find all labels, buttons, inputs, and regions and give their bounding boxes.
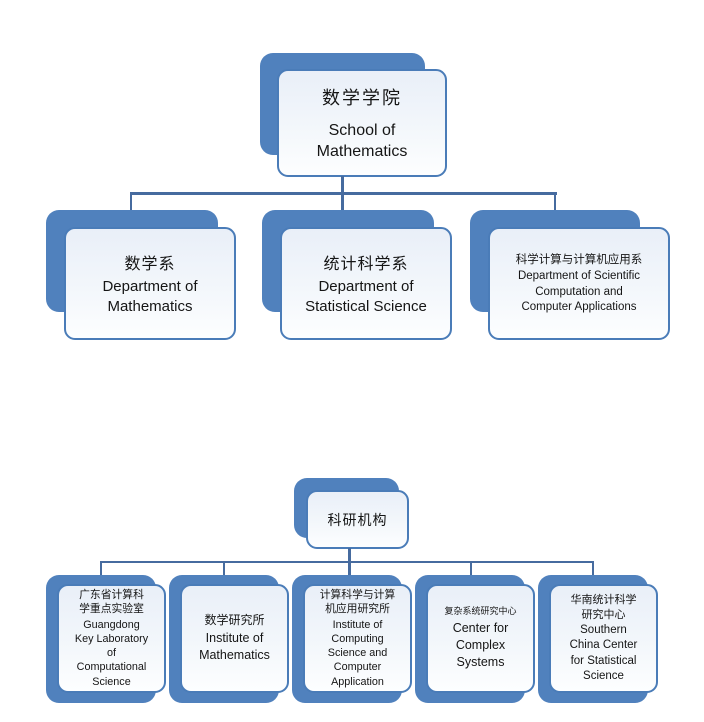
- node-card: 复杂系统研究中心 Center for Complex Systems: [426, 584, 535, 693]
- node-title-zh: 科学计算与计算机应用系: [515, 254, 643, 267]
- node-institute-of-mathematics: 数学研究所 Institute of Mathematics: [169, 575, 290, 703]
- connector-research-drop-2: [223, 561, 225, 577]
- node-title-en: Guangdong Key Laboratory of Computationa…: [74, 618, 149, 688]
- node-title-en: Institute of Computing Science and Compu…: [327, 618, 388, 688]
- node-title-zh: 统计科学系: [323, 255, 409, 273]
- connector-research-drop-1: [100, 561, 102, 577]
- node-title-en: Southern China Center for Statistical Sc…: [569, 624, 638, 682]
- connector-faculty-drop-2: [341, 192, 344, 212]
- node-title-en: Center for Complex Systems: [452, 621, 509, 669]
- node-card: 数学研究所 Institute of Mathematics: [180, 584, 289, 693]
- connector-research-stem: [348, 548, 351, 563]
- connector-research-drop-3: [348, 561, 351, 577]
- node-card: 华南统计科学 研究中心 Southern China Center for St…: [549, 584, 658, 693]
- node-title-zh: 数学系: [124, 255, 176, 273]
- node-card: 统计科学系 Department of Statistical Science: [280, 227, 452, 340]
- connector-research-drop-5: [592, 561, 594, 577]
- node-title-zh: 计算科学与计算 机应用研究所: [319, 589, 396, 616]
- node-department-of-scientific-computation: 科学计算与计算机应用系 Department of Scientific Com…: [470, 210, 672, 341]
- node-card: 科学计算与计算机应用系 Department of Scientific Com…: [488, 227, 670, 340]
- node-center-for-complex-systems: 复杂系统研究中心 Center for Complex Systems: [415, 575, 536, 703]
- node-title-zh: 广东省计算科 学重点实验室: [79, 589, 144, 616]
- node-card: 计算科学与计算 机应用研究所 Institute of Computing Sc…: [303, 584, 412, 693]
- connector-faculty-drop-1: [130, 192, 132, 212]
- node-title-en: Department of Mathematics: [102, 277, 198, 315]
- connector-faculty-drop-3: [554, 192, 556, 212]
- node-title-en: Department of Statistical Science: [305, 277, 427, 315]
- node-title-en: School of Mathematics: [316, 121, 408, 160]
- node-institute-of-computing-science: 计算科学与计算 机应用研究所 Institute of Computing Sc…: [292, 575, 413, 703]
- node-title-zh: 华南统计科学 研究中心: [570, 594, 637, 621]
- node-card: 广东省计算科 学重点实验室 Guangdong Key Laboratory o…: [57, 584, 166, 693]
- node-card: 科研机构: [306, 490, 409, 549]
- node-title-zh: 科研机构: [327, 511, 388, 528]
- node-title-zh: 数学学院: [322, 87, 402, 108]
- node-southern-china-center: 华南统计科学 研究中心 Southern China Center for St…: [538, 575, 659, 703]
- node-research-institutions: 科研机构: [294, 478, 410, 550]
- node-department-of-mathematics: 数学系 Department of Mathematics: [46, 210, 238, 341]
- node-school-of-mathematics: 数学学院 School of Mathematics: [260, 53, 450, 178]
- connector-faculty-stem: [341, 176, 344, 193]
- connector-research-drop-4: [470, 561, 472, 577]
- node-card: 数学学院 School of Mathematics: [277, 69, 447, 177]
- node-guangdong-key-laboratory: 广东省计算科 学重点实验室 Guangdong Key Laboratory o…: [46, 575, 167, 703]
- node-title-en: Institute of Mathematics: [199, 631, 270, 662]
- node-department-of-statistical-science: 统计科学系 Department of Statistical Science: [262, 210, 454, 341]
- node-title-zh: 数学研究所: [204, 613, 265, 628]
- node-card: 数学系 Department of Mathematics: [64, 227, 236, 340]
- node-title-zh: 复杂系统研究中心: [444, 606, 517, 617]
- node-title-en: Department of Scientific Computation and…: [517, 270, 641, 314]
- connector-research-bar: [100, 561, 594, 563]
